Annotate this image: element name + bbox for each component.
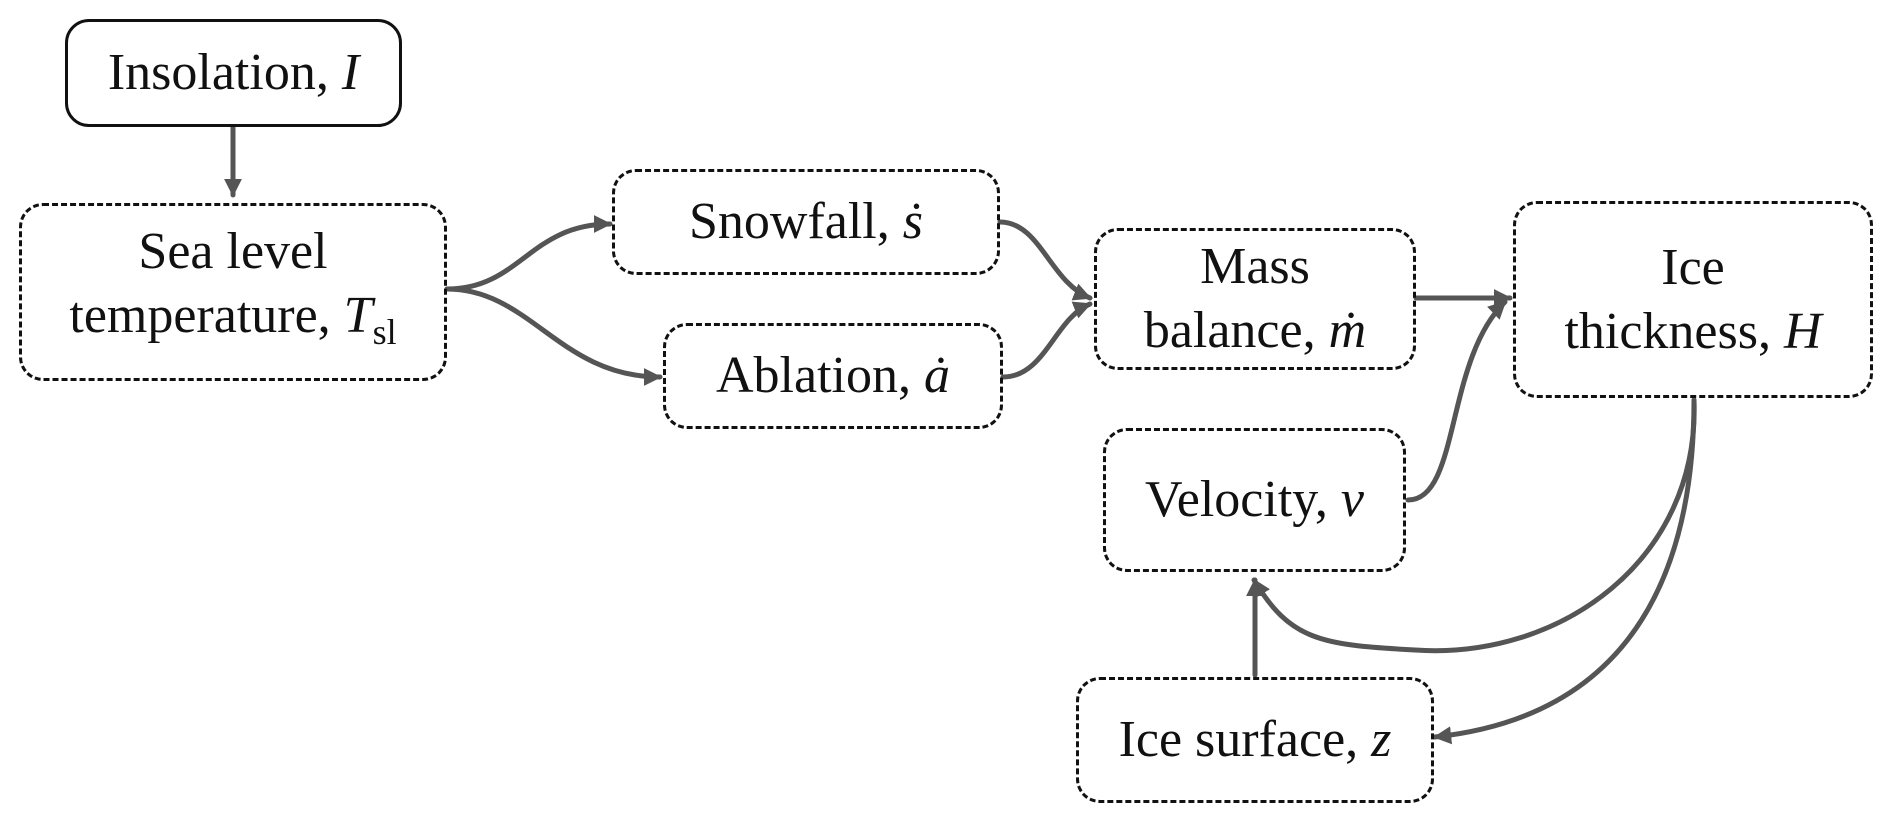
ablation-label: Ablation, xyxy=(716,347,911,404)
edge-snowfall-to-mass-balance xyxy=(997,219,1093,301)
ice-thickness-variable: H xyxy=(1783,302,1822,360)
edge-sea-level-to-ablation xyxy=(444,286,663,386)
sea-level-subscript: sl xyxy=(372,312,397,352)
edge-sea-level-to-snowfall xyxy=(444,215,613,292)
mass-balance-label: balance, xyxy=(1143,302,1316,359)
edge-velocity-to-ice-thickness xyxy=(1405,299,1508,503)
ice-surface-variable: z xyxy=(1371,711,1392,768)
velocity-text: Velocity, v xyxy=(1145,468,1364,532)
ice-thickness-line1: Ice xyxy=(1661,238,1725,296)
ice-thickness-label: thickness, xyxy=(1564,302,1771,360)
node-insolation: Insolation, I xyxy=(65,19,402,127)
velocity-variable: v xyxy=(1340,471,1364,528)
ice-thickness-line2: thickness, H xyxy=(1564,300,1821,364)
node-snowfall: Snowfall, ṡ xyxy=(612,169,1000,275)
snowfall-text: Snowfall, ṡ xyxy=(689,190,923,254)
insolation-text: Insolation, I xyxy=(108,41,359,105)
node-velocity: Velocity, v xyxy=(1103,428,1406,572)
node-ablation: Ablation, ȧ xyxy=(663,323,1003,429)
mass-balance-variable: ṁ xyxy=(1328,302,1367,359)
mass-balance-line2: balance, ṁ xyxy=(1144,299,1366,363)
mass-balance-line1: Mass xyxy=(1200,238,1310,295)
edge-ice-thickness-to-velocity xyxy=(1251,397,1697,654)
node-sea-level-temperature: Sea level temperature, Tsl xyxy=(19,203,447,381)
node-mass-balance: Mass balance, ṁ xyxy=(1094,228,1416,370)
ice-surface-text: Ice surface, z xyxy=(1119,708,1392,772)
edge-ice-thickness-to-ice-surface xyxy=(1432,397,1697,745)
snowfall-variable: ṡ xyxy=(902,193,923,250)
sea-level-line1: Sea level xyxy=(138,223,328,280)
node-ice-thickness: Ice thickness, H xyxy=(1513,201,1873,398)
sea-level-variable: T xyxy=(343,287,373,344)
node-ice-surface: Ice surface, z xyxy=(1076,677,1434,803)
sea-level-label: temperature, xyxy=(69,287,331,344)
snowfall-label: Snowfall, xyxy=(688,193,890,250)
ice-surface-label: Ice surface, xyxy=(1118,711,1359,768)
insolation-label: Insolation, xyxy=(107,44,329,101)
velocity-label: Velocity, xyxy=(1144,471,1328,528)
edge-ablation-to-mass-balance xyxy=(1000,301,1093,380)
insolation-variable: I xyxy=(341,44,360,101)
ablation-text: Ablation, ȧ xyxy=(716,344,950,408)
ablation-variable: ȧ xyxy=(923,347,950,404)
sea-level-line2: temperature, Tsl xyxy=(69,284,396,364)
